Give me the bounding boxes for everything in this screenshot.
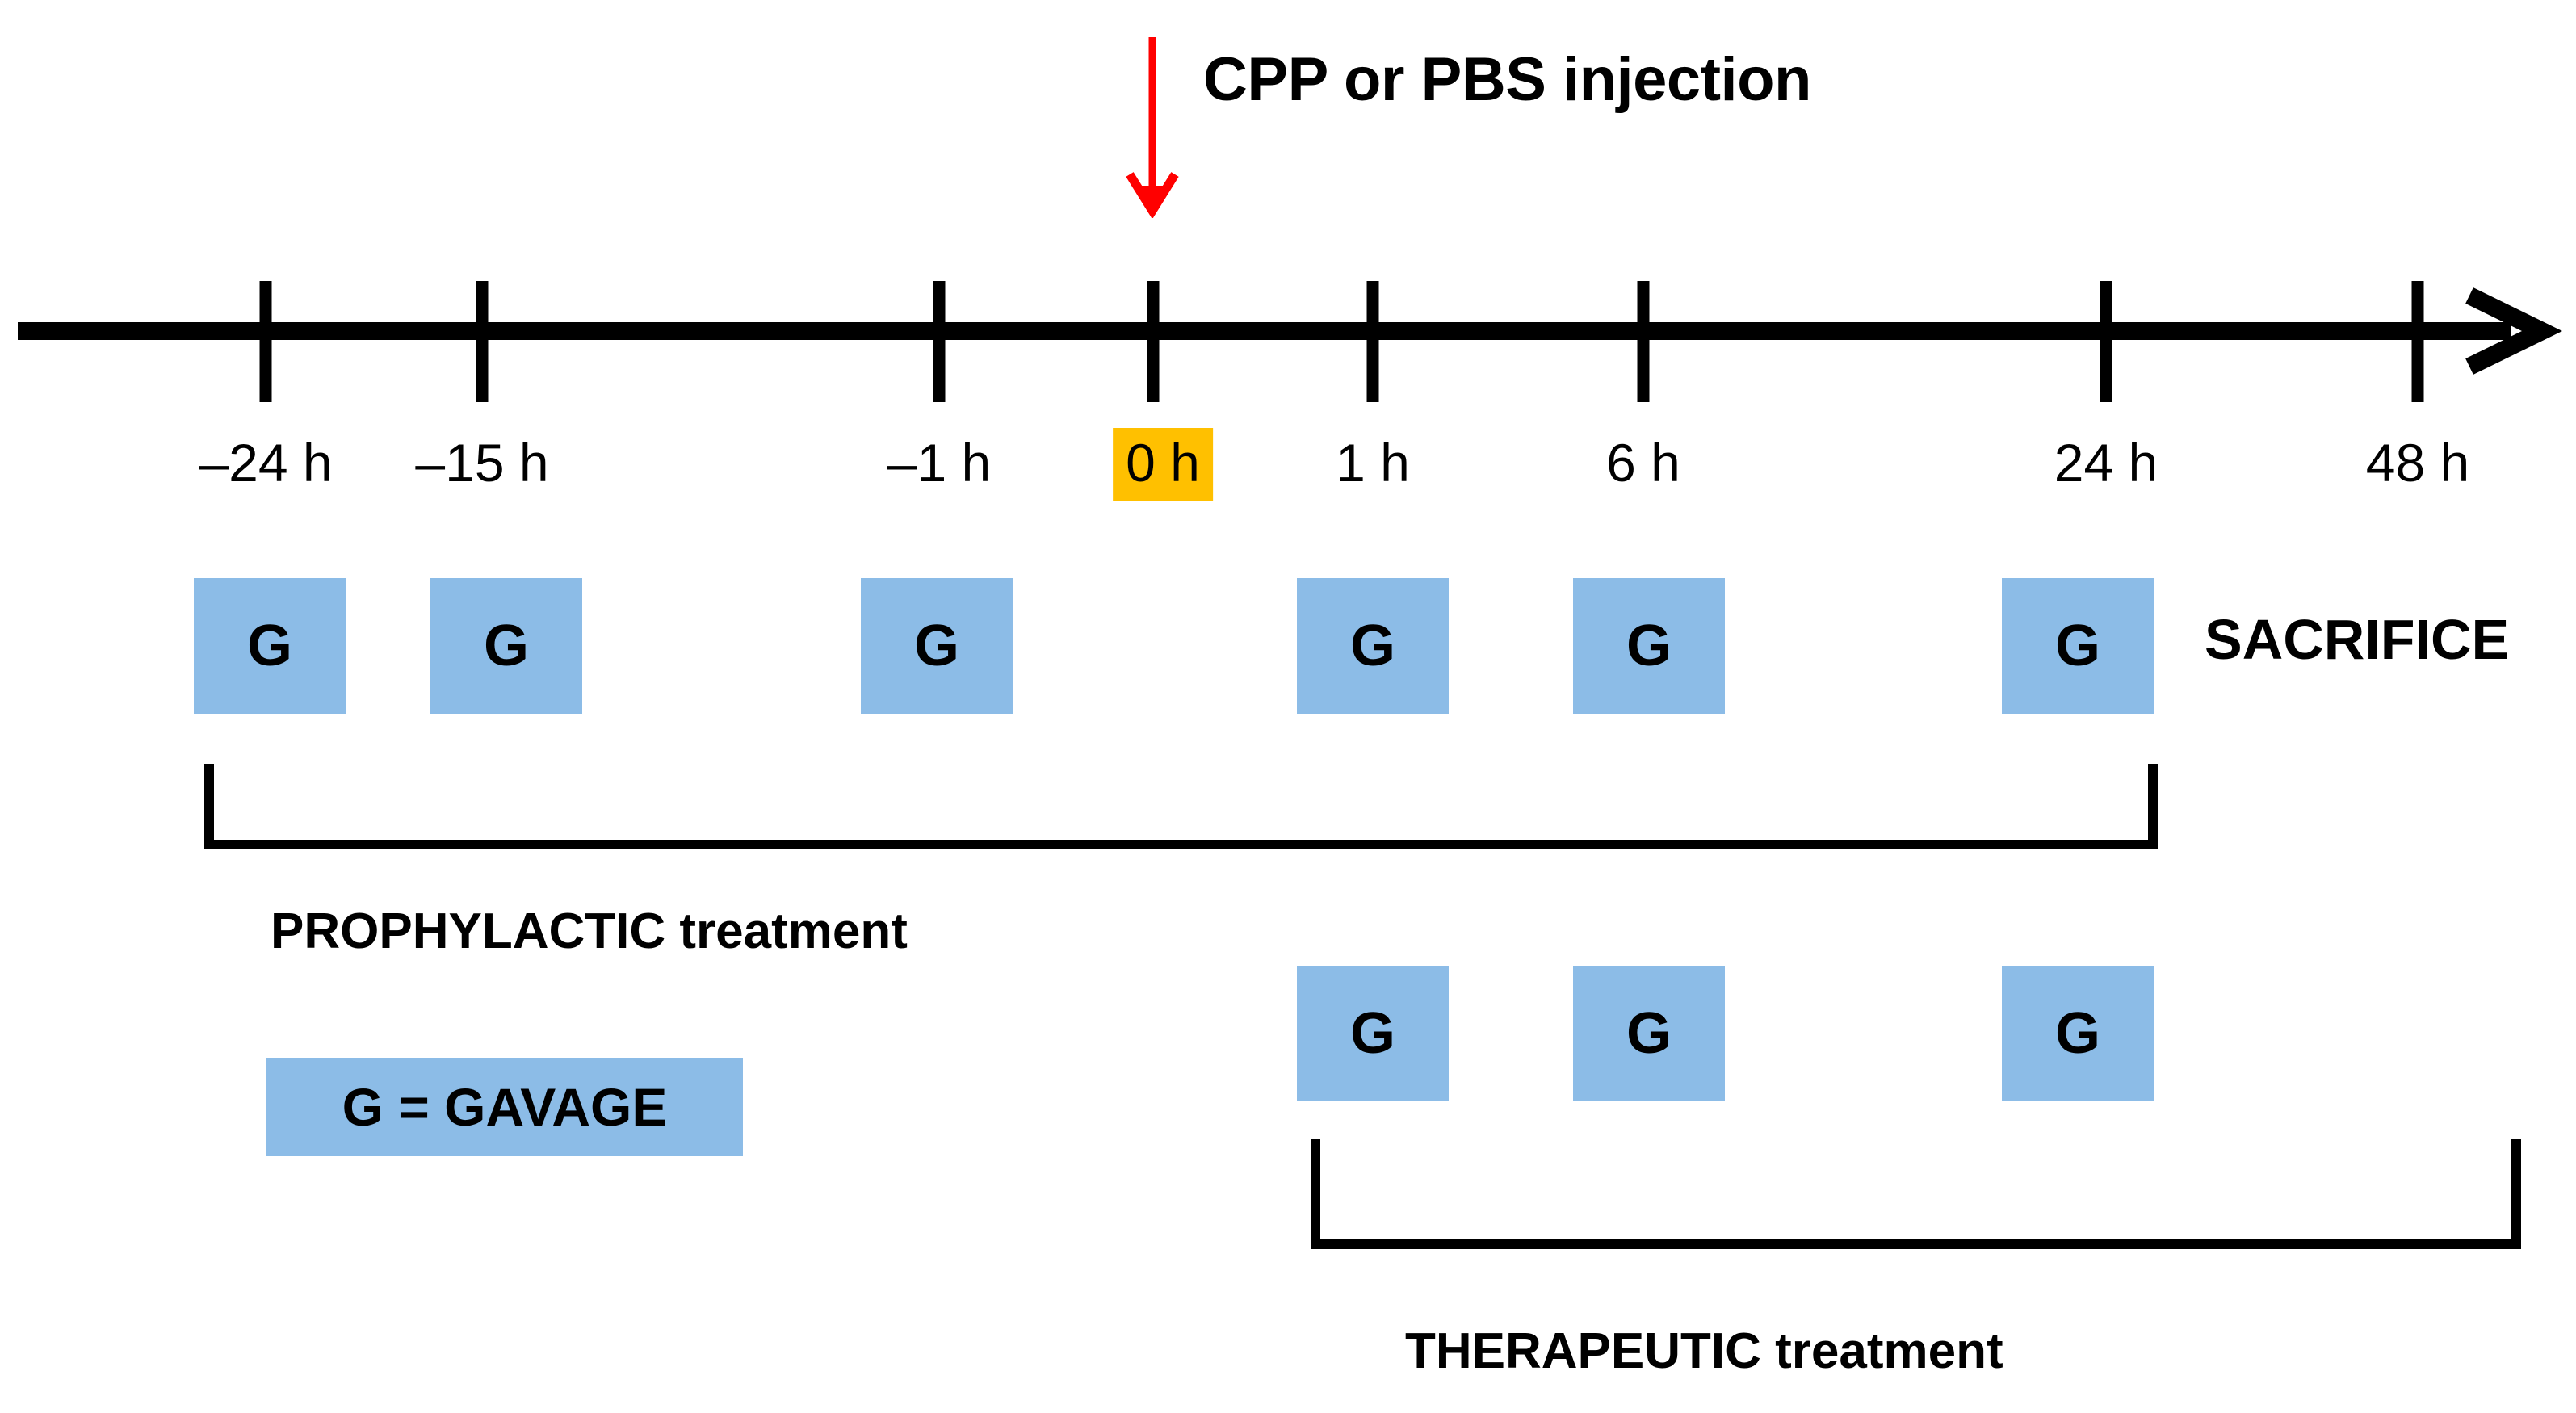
therapeutic-treatment-label: THERAPEUTIC treatment — [1405, 1323, 2003, 1379]
tick-label-48h: 48 h — [2365, 433, 2470, 493]
gavage-box: G — [2002, 966, 2154, 1101]
gavage-box: G — [194, 578, 346, 714]
injection-down-arrow-icon — [1126, 37, 1179, 218]
gavage-box: G — [430, 578, 582, 714]
prophylactic-treatment-label: PROPHYLACTIC treatment — [271, 904, 908, 959]
tick-label-minus-15h: –15 h — [415, 433, 549, 493]
tick-label-1h: 1 h — [1336, 433, 1410, 493]
gavage-box: G — [1297, 578, 1449, 714]
gavage-box: G — [1573, 966, 1725, 1101]
injection-label: CPP or PBS injection — [1203, 45, 1811, 114]
tick-label-0h-highlighted: 0 h — [1113, 428, 1213, 501]
gavage-box: G — [1573, 578, 1725, 714]
gavage-box: G — [2002, 578, 2154, 714]
tick-label-24h: 24 h — [2054, 433, 2159, 493]
tick-label-minus-1h: –1 h — [887, 433, 992, 493]
tick-label-minus-24h: –24 h — [199, 433, 333, 493]
timeline-axis — [18, 281, 2563, 402]
sacrifice-label: SACRIFICE — [2205, 608, 2510, 671]
prophylactic-span-bracket — [204, 764, 2158, 849]
therapeutic-span-bracket — [1311, 1139, 2521, 1249]
gavage-box: G — [1297, 966, 1449, 1101]
tick-label-6h: 6 h — [1606, 433, 1680, 493]
gavage-box: G — [861, 578, 1013, 714]
legend-gavage-key: G = GAVAGE — [266, 1058, 743, 1156]
